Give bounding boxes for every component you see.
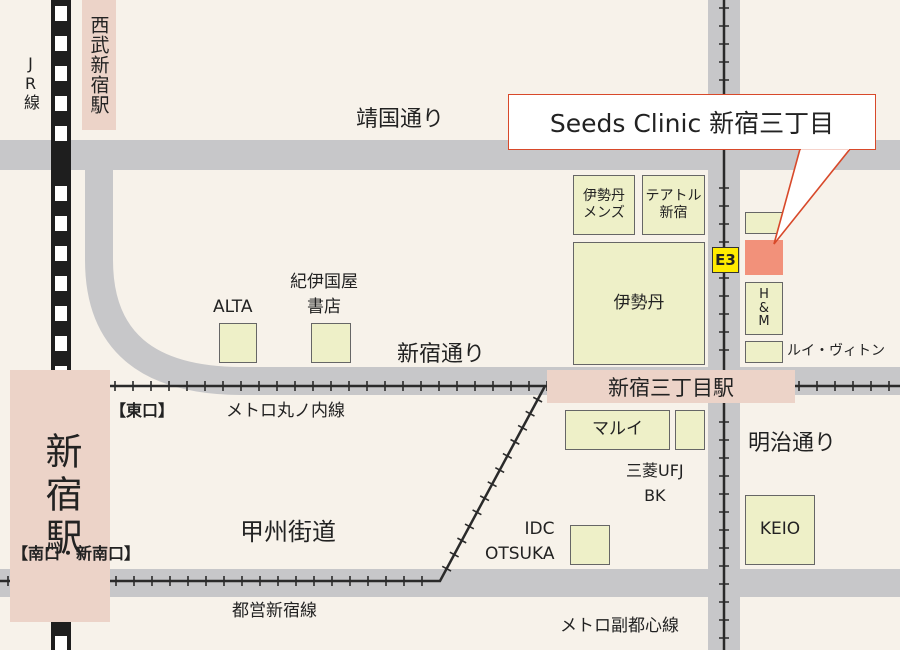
meiji-road-label: 明治通り — [748, 431, 837, 456]
mufg-label: 三菱UFJ BK — [626, 461, 684, 505]
shinjuku-sanchome-station: 新宿三丁目駅 — [547, 370, 795, 403]
louis-vuitton-building — [745, 341, 783, 363]
theatre-shinjuku-building: テアトル 新宿 — [642, 175, 705, 235]
kinokuniya-label: 紀伊国屋 書店 — [290, 272, 358, 317]
isetan-building: 伊勢丹 — [573, 242, 705, 365]
shinjuku-road-label: 新宿通り — [397, 342, 486, 367]
alta-label: ALTA — [213, 297, 253, 317]
fukutoshin-line-label: メトロ副都心線 — [560, 616, 679, 636]
koshu-road — [0, 569, 900, 597]
seeds-clinic-building — [745, 240, 783, 275]
yasukuni-road-label: 靖国通り — [356, 107, 445, 132]
kinokuniya-building — [311, 323, 351, 363]
jr-line-label: JR線 — [21, 54, 40, 111]
seeds-clinic-callout-text: Seeds Clinic 新宿三丁目 — [549, 109, 835, 138]
seibu-shinjuku-station: 西武新宿駅 — [82, 0, 116, 130]
idc-otsuka-label: IDC OTSUKA — [485, 519, 555, 564]
koshu-road-label: 甲州街道 — [240, 518, 336, 546]
marui-building: マルイ — [565, 410, 670, 450]
shinjuku-station: 新宿駅 — [10, 370, 110, 622]
hm-building: H & M — [745, 282, 783, 335]
marunouchi-line-label: メトロ丸ノ内線 — [226, 401, 345, 421]
south-exit-label: 【南口・新南口】 — [12, 544, 141, 563]
exit-e3-badge: E3 — [712, 247, 739, 273]
east-exit-label: 【東口】 — [110, 401, 175, 420]
curved-road — [85, 150, 900, 395]
idc-otsuka-building — [570, 525, 610, 565]
seeds-clinic-callout: Seeds Clinic 新宿三丁目 — [508, 94, 876, 150]
mufg-building — [675, 410, 705, 450]
isetan-mens-building: 伊勢丹 メンズ — [573, 175, 635, 235]
keio-building: KEIO — [745, 495, 815, 565]
alta-building — [219, 323, 257, 363]
toei-shinjuku-line-label: 都営新宿線 — [232, 601, 317, 621]
louis-vuitton-label: ルイ・ヴィトン — [787, 343, 885, 359]
